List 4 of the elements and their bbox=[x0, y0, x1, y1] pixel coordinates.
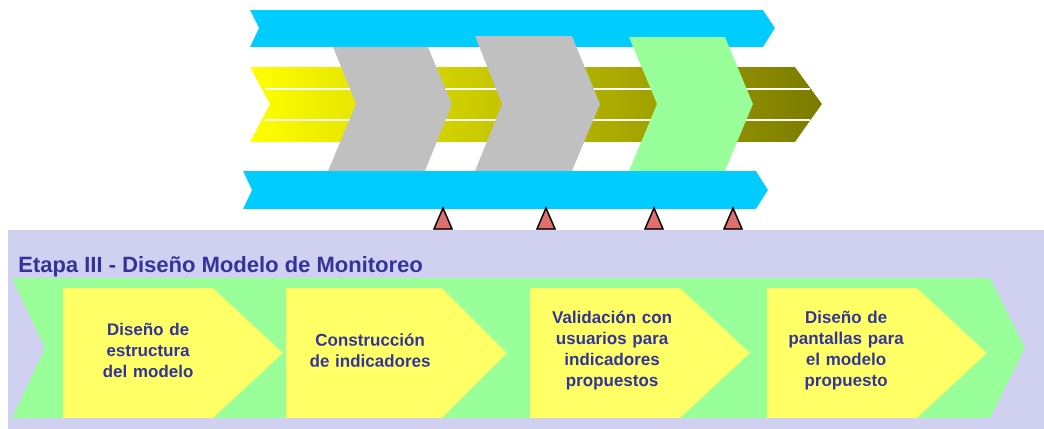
step-pentagon: Validación con usuarios para indicadores propuestos bbox=[530, 288, 750, 418]
step-pentagon: Diseño de estructura del modelo bbox=[63, 288, 283, 418]
step-pentagon: Diseño de pantallas para el modelo propuesto bbox=[767, 288, 987, 418]
step-pentagon: Construcción de indicadores bbox=[286, 288, 507, 418]
